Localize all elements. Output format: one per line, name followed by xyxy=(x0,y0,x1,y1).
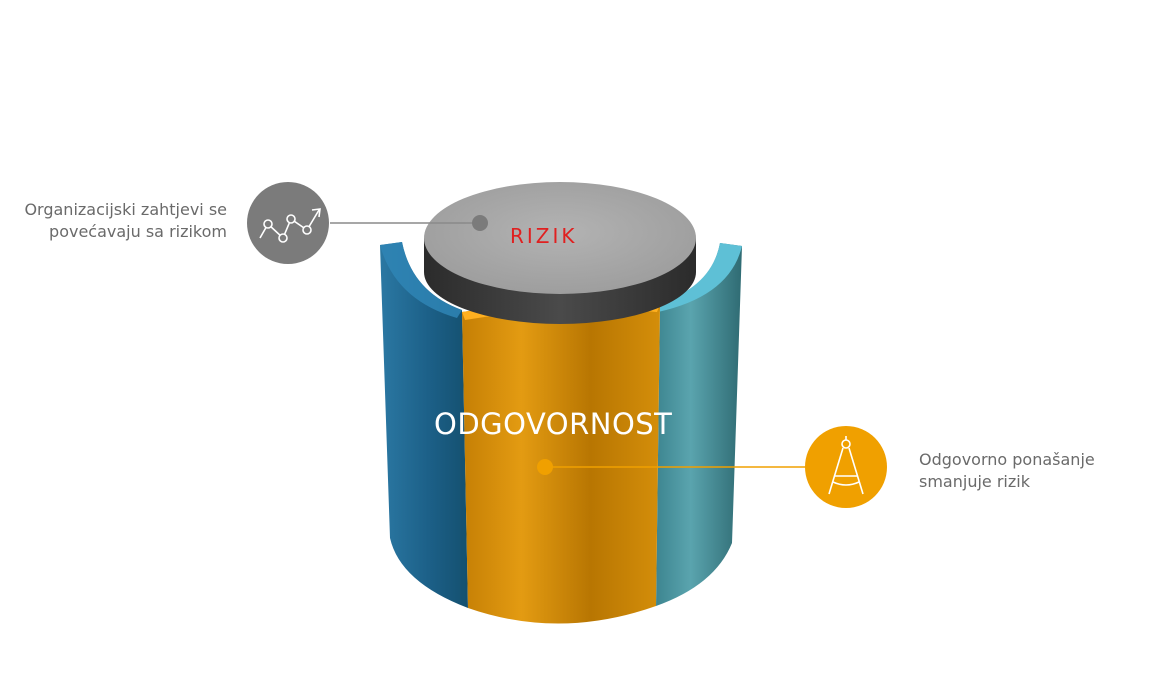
risk-label: RIZIK xyxy=(510,224,578,248)
left-callout-line-2: povećavaju sa rizikom xyxy=(49,222,227,241)
right-icon-circle xyxy=(805,426,887,508)
drafting-compass-icon xyxy=(828,436,864,495)
left-callout-text: Organizacijski zahtjevi se povećavaju sa… xyxy=(0,199,227,243)
center-panel xyxy=(462,301,660,624)
right-callout-line-1: Odgovorno ponašanje xyxy=(919,450,1095,469)
left-panel xyxy=(380,242,468,608)
responsibility-label: ODGOVORNOST xyxy=(434,407,673,441)
right-panel xyxy=(656,243,742,606)
right-connector-dot xyxy=(537,459,553,475)
left-connector-dot xyxy=(472,215,488,231)
right-callout xyxy=(537,426,887,508)
left-icon-circle xyxy=(247,182,329,264)
right-callout-text: Odgovorno ponašanje smanjuje rizik xyxy=(919,449,1149,493)
left-callout-line-1: Organizacijski zahtjevi se xyxy=(24,200,227,219)
risk-cap xyxy=(424,182,696,324)
left-callout xyxy=(247,182,488,264)
right-callout-line-2: smanjuje rizik xyxy=(919,472,1030,491)
trend-chart-icon xyxy=(259,208,321,243)
